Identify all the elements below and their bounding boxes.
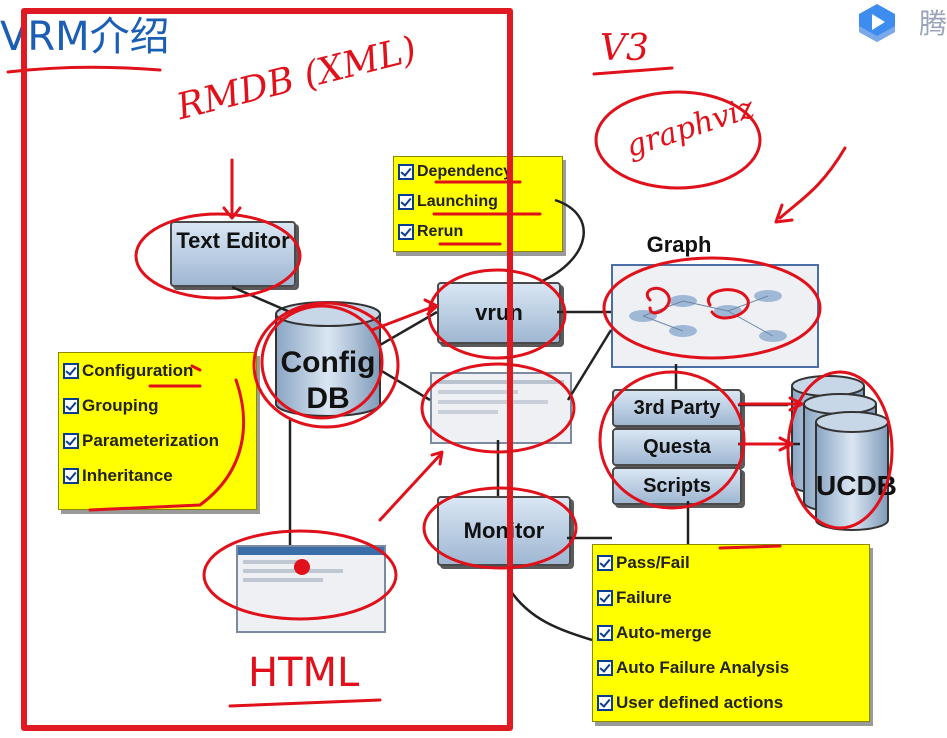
checkbox-icon (597, 659, 613, 676)
third-party-label: 3rd Party (633, 397, 721, 419)
monitor-box: Monitor (437, 496, 571, 566)
slide-title: VRM介绍 (0, 14, 170, 60)
note-top-item: Dependency (394, 157, 562, 187)
config-db-label-1: Config (280, 346, 376, 379)
text-editor-box: Text Editor (170, 221, 296, 287)
checkbox-icon (597, 554, 613, 571)
note-bottom-item: User defined actions (593, 685, 869, 720)
sticky-note-left: Configuration Grouping Parameterization … (58, 352, 257, 510)
checkbox-icon (398, 224, 414, 240)
checkbox-icon (63, 467, 79, 484)
note-bottom-item: Auto Failure Analysis (593, 650, 869, 685)
checkbox-icon (597, 694, 613, 711)
third-party-box: 3rd Party (612, 389, 742, 427)
config-db-label-2: DB (306, 382, 350, 415)
note-top-item: Rerun (394, 217, 562, 247)
checkbox-icon (63, 362, 79, 379)
sticky-note-bottom: Pass/Fail Failure Auto-merge Auto Failur… (592, 544, 870, 722)
checkbox-icon (597, 624, 613, 641)
note-bottom-item: Pass/Fail (593, 545, 869, 580)
play-logo-icon (859, 4, 895, 42)
vrun-box: vrun (437, 282, 561, 344)
scripts-label: Scripts (643, 475, 711, 497)
note-left-item: Grouping (59, 388, 256, 423)
checkbox-icon (597, 589, 613, 606)
checkbox-icon (398, 194, 414, 210)
sticky-note-top: Dependency Launching Rerun (393, 156, 563, 252)
monitor-label: Monitor (463, 518, 545, 543)
scripts-box: Scripts (612, 467, 742, 505)
note-bottom-item: Auto-merge (593, 615, 869, 650)
note-left-item: Inheritance (59, 458, 256, 493)
report-thumbnail (430, 372, 572, 444)
graph-nodes-image (629, 290, 787, 342)
note-left-item: Parameterization (59, 423, 256, 458)
handwriting-v3: V3 (600, 28, 649, 69)
checkbox-icon (398, 164, 414, 180)
note-left-item: Configuration (59, 353, 256, 388)
graph-label: Graph (646, 232, 712, 257)
handwriting-html: HTML (248, 650, 360, 696)
checkbox-icon (63, 432, 79, 449)
questa-box: Questa (612, 428, 742, 466)
questa-label: Questa (643, 436, 711, 458)
brand-char: 腾 (918, 7, 947, 40)
checkbox-icon (63, 397, 79, 414)
text-editor-label: Text Editor (176, 228, 290, 253)
note-top-item: Launching (394, 187, 562, 217)
ucdb-cylinders (791, 375, 889, 531)
vrun-label: vrun (475, 300, 523, 325)
pointer-dot (294, 559, 310, 575)
note-bottom-item: Failure (593, 580, 869, 615)
